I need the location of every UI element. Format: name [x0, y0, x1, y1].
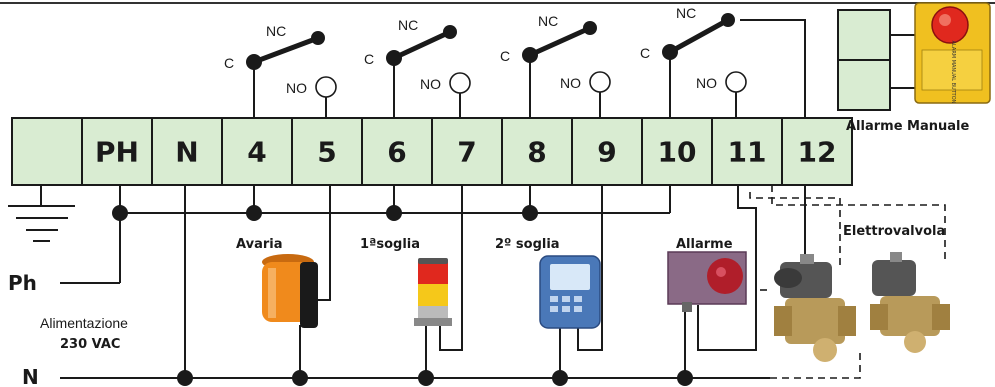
- terminal-label: 11: [728, 136, 767, 169]
- relay-2: C NC NO: [364, 17, 471, 94]
- terminal-label: 4: [247, 136, 266, 169]
- manual-alarm-label: Allarme Manuale: [846, 119, 969, 134]
- relay-nc-label: NC: [266, 23, 286, 39]
- relay-no-label: NO: [286, 80, 307, 96]
- terminal-ph: PH: [81, 117, 153, 186]
- relay-no-label: NO: [696, 75, 717, 91]
- relay-no-label: NO: [420, 76, 441, 92]
- control-panel: [539, 255, 601, 329]
- voltage-label: 230 VAC: [60, 337, 120, 352]
- relay-c-label: C: [224, 55, 234, 71]
- terminal-label: 5: [317, 136, 336, 169]
- phase-label: Ph: [8, 271, 37, 295]
- alarm-siren: [667, 251, 747, 312]
- manual-alarm-box-bottom: [837, 59, 891, 111]
- relay-4: C NC NO: [640, 5, 747, 93]
- relay-c-label: C: [364, 51, 374, 67]
- terminal-11: 11: [711, 117, 783, 186]
- terminal-label: 7: [457, 136, 476, 169]
- terminal-n: N: [151, 117, 223, 186]
- button-text: ALARM MANUAL BUTTON: [950, 41, 956, 104]
- relay-nc-label: NC: [538, 13, 558, 29]
- relay-nc-label: NC: [676, 5, 696, 21]
- terminal-9: 9: [571, 117, 643, 186]
- relay-1: C NC NO: [224, 23, 337, 98]
- terminal-earth: [11, 117, 83, 186]
- terminal-label: 10: [658, 136, 697, 169]
- fault-beacon: [262, 254, 318, 328]
- relay-c-label: C: [640, 45, 650, 61]
- terminal-label: 6: [387, 136, 406, 169]
- first-threshold-label: 1ªsoglia: [360, 237, 420, 252]
- relay-3: C NC NO: [500, 13, 611, 93]
- solenoid-valve-1: [774, 254, 856, 362]
- terminal-4: 4: [221, 117, 293, 186]
- terminal-label: N: [175, 136, 198, 169]
- terminal-label: 12: [798, 136, 837, 169]
- wiring: [8, 19, 946, 386]
- terminal-6: 6: [361, 117, 433, 186]
- terminal-block: PH N 4 5 6 7 8 9 10 11 12: [11, 117, 853, 186]
- manual-alarm-box-top: [837, 9, 891, 61]
- terminal-10: 10: [641, 117, 713, 186]
- relay-nc-label: NC: [398, 17, 418, 33]
- relay-switches: C NC NO C NC NO C NC NO C NC NO: [224, 5, 747, 98]
- terminal-5: 5: [291, 117, 363, 186]
- terminal-8: 8: [501, 117, 573, 186]
- valve-label: Elettrovalvola: [843, 224, 945, 239]
- supply-label: Alimentazione: [40, 315, 128, 331]
- terminal-label: 8: [527, 136, 546, 169]
- avaria-label: Avaria: [236, 237, 282, 252]
- relay-c-label: C: [500, 48, 510, 64]
- second-threshold-label: 2º soglia: [495, 237, 560, 252]
- terminal-label: PH: [95, 136, 139, 169]
- neutral-label: N: [22, 365, 39, 387]
- solenoid-valve-2: [870, 252, 950, 353]
- manual-alarm-button[interactable]: ALARM MANUAL BUTTON: [914, 2, 991, 104]
- terminal-7: 7: [431, 117, 503, 186]
- alarm-label: Allarme: [676, 237, 733, 252]
- relay-no-label: NO: [560, 75, 581, 91]
- stack-light: [414, 258, 452, 326]
- terminal-label: 9: [597, 136, 616, 169]
- terminal-12: 12: [781, 117, 853, 186]
